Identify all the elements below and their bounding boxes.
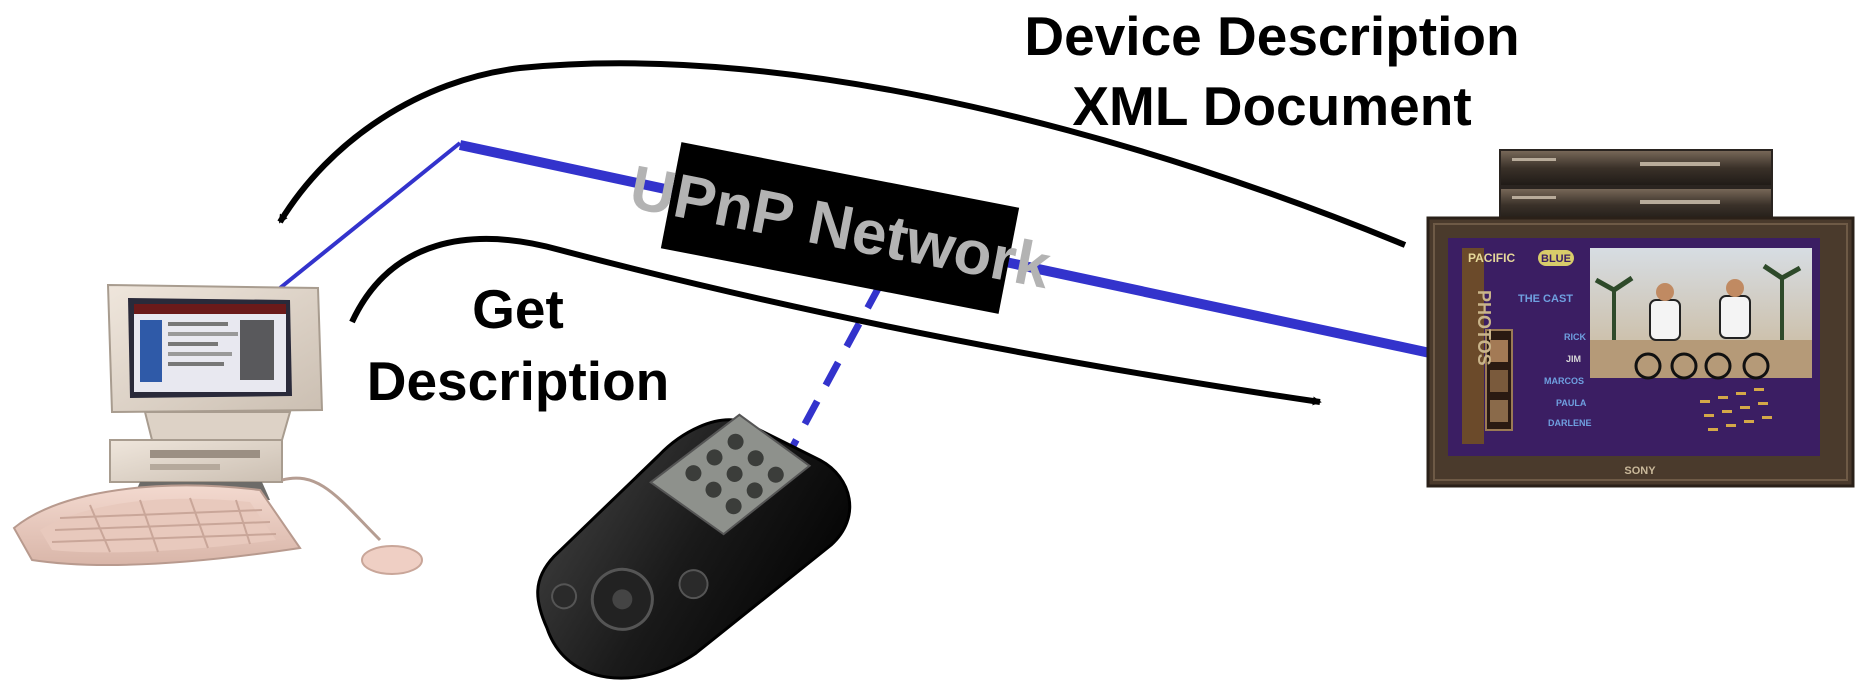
get-description-line-2: Description — [367, 350, 670, 412]
get-description-line-1: Get — [472, 278, 564, 340]
get-description-label: Get Description — [367, 278, 670, 412]
tv-title-word-1: PACIFIC — [1468, 251, 1515, 265]
tv-cast-name-3: MARCOS — [1544, 376, 1584, 386]
network-box-background — [660, 142, 1020, 314]
tv-cast-name-4: PAULA — [1556, 398, 1587, 408]
tv-title-word-2: BLUE — [1541, 253, 1571, 265]
remote-link-dashed — [776, 283, 884, 472]
tv-cast-heading: THE CAST — [1518, 293, 1573, 305]
message-arrows — [277, 60, 1407, 406]
tv-title-badge — [1538, 250, 1574, 266]
device-description-line-2: XML Document — [1072, 75, 1471, 137]
tv-brand: SONY — [1624, 465, 1656, 477]
television-icon: PACIFIC BLUE PHOTOS THE CAST RICK JIM MA… — [1426, 216, 1855, 488]
network-box: UPnP Network — [624, 142, 1056, 314]
device-description-arrow — [277, 60, 1407, 248]
computer-link — [278, 141, 462, 290]
tv-side-word: PHOTOS — [1474, 290, 1494, 366]
device-description-label: Device Description XML Document — [1024, 5, 1519, 137]
get-description-arrow — [349, 236, 1322, 406]
universal-remote-icon — [536, 413, 852, 680]
tv-cast-name-5: DARLENE — [1548, 418, 1592, 428]
set-top-box-icon — [1499, 149, 1773, 223]
device-description-line-1: Device Description — [1024, 5, 1519, 67]
tv-menu-marks — [1700, 388, 1772, 431]
tv-cast-name-1: RICK — [1564, 332, 1586, 342]
tv-cast-name-2: JIM — [1566, 354, 1581, 364]
desktop-computer-icon — [12, 283, 423, 575]
